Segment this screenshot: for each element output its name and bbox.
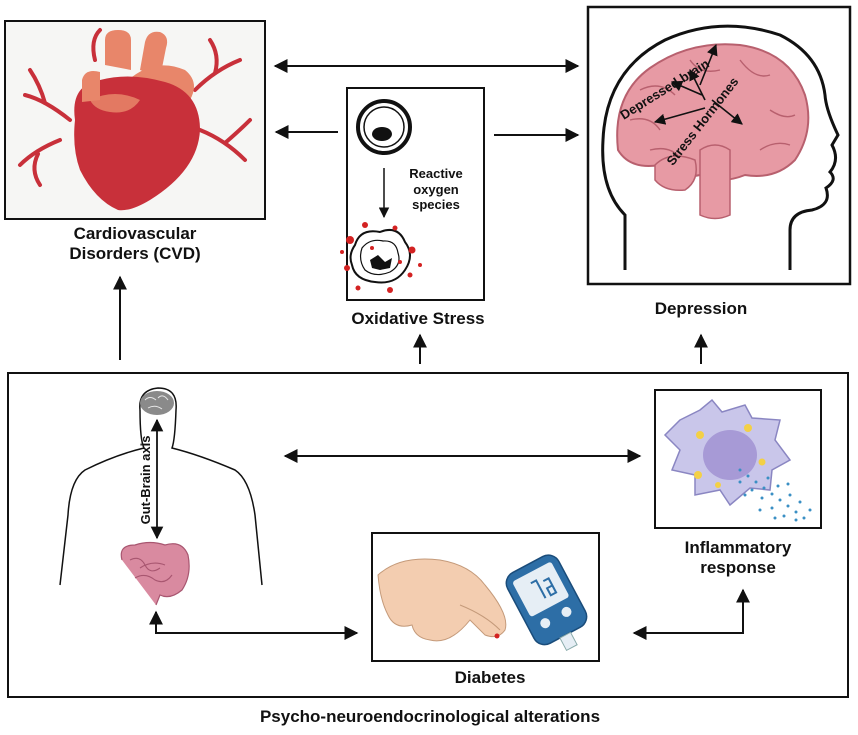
ros-label: Reactive oxygen species	[392, 166, 480, 213]
damaged-cell-icon	[340, 222, 422, 293]
cvd-label: Cardiovascular Disorders (CVD)	[25, 224, 245, 265]
gut-brain-axis-label: Gut-Brain axis	[138, 436, 153, 525]
connector-arrows	[113, 59, 750, 640]
heart-icon	[18, 28, 252, 211]
immune-cell-icon	[663, 398, 812, 522]
inflammatory-label: Inflammatory response	[648, 538, 828, 579]
cvd-label-line2: Disorders (CVD)	[69, 244, 201, 264]
ros-label-line3: species	[412, 197, 460, 213]
arrow-gut-diabetes	[149, 610, 359, 640]
ros-label-line2: oxygen	[413, 181, 459, 197]
depression-label: Depression	[654, 299, 748, 318]
diabetes-label: Diabetes	[454, 668, 526, 687]
glucometer-hand-icon	[377, 554, 588, 652]
human-body-icon	[59, 387, 263, 606]
inflammatory-label-line2: response	[700, 558, 776, 578]
inflammatory-label-line1: Inflammatory	[684, 538, 792, 557]
arrow-diabetes-inflammatory	[632, 588, 750, 640]
healthy-cell-icon	[356, 99, 412, 155]
cvd-label-line1: Cardiovascular	[73, 224, 197, 243]
psycho-label: Psycho-neuroendocrinological alterations	[259, 707, 601, 726]
oxidative-stress-label: Oxidative Stress	[351, 309, 485, 328]
ros-label-line1: Reactive	[409, 166, 463, 181]
head-brain-icon	[601, 24, 840, 270]
